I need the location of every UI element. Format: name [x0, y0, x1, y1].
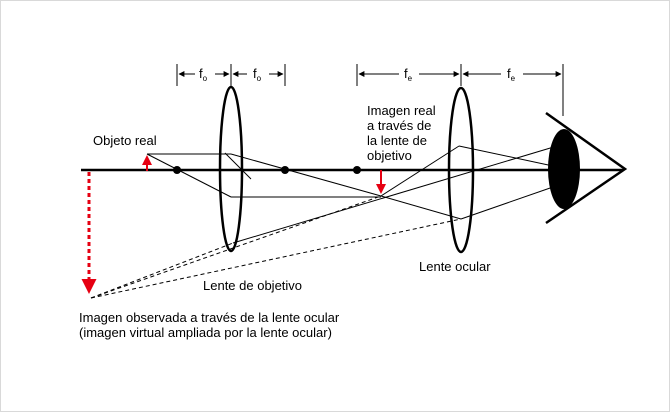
focal-label-eyepiece-2: fe — [507, 66, 516, 84]
label-lente-ocular: Lente ocular — [419, 259, 491, 274]
objective-lens — [218, 85, 244, 253]
virtual-image-rays — [90, 195, 462, 299]
label-lente-objetivo: Lente de objetivo — [203, 278, 303, 293]
label-imagen-real: Imagen real a través de la lente de obje… — [367, 103, 436, 163]
label-objeto-real: Objeto real — [93, 133, 157, 148]
eyepiece-lens — [447, 86, 475, 254]
eye-icon — [545, 111, 628, 225]
label-imagen-observada: Imagen observada a través de la lente oc… — [79, 310, 340, 340]
focal-extension-lines — [176, 64, 564, 116]
focal-label-objective-2: fo — [253, 66, 262, 84]
light-rays — [146, 145, 558, 244]
focal-label-eyepiece-1: fe — [404, 66, 413, 84]
focal-label-objective-1: fo — [199, 66, 208, 84]
focal-points — [173, 166, 361, 174]
